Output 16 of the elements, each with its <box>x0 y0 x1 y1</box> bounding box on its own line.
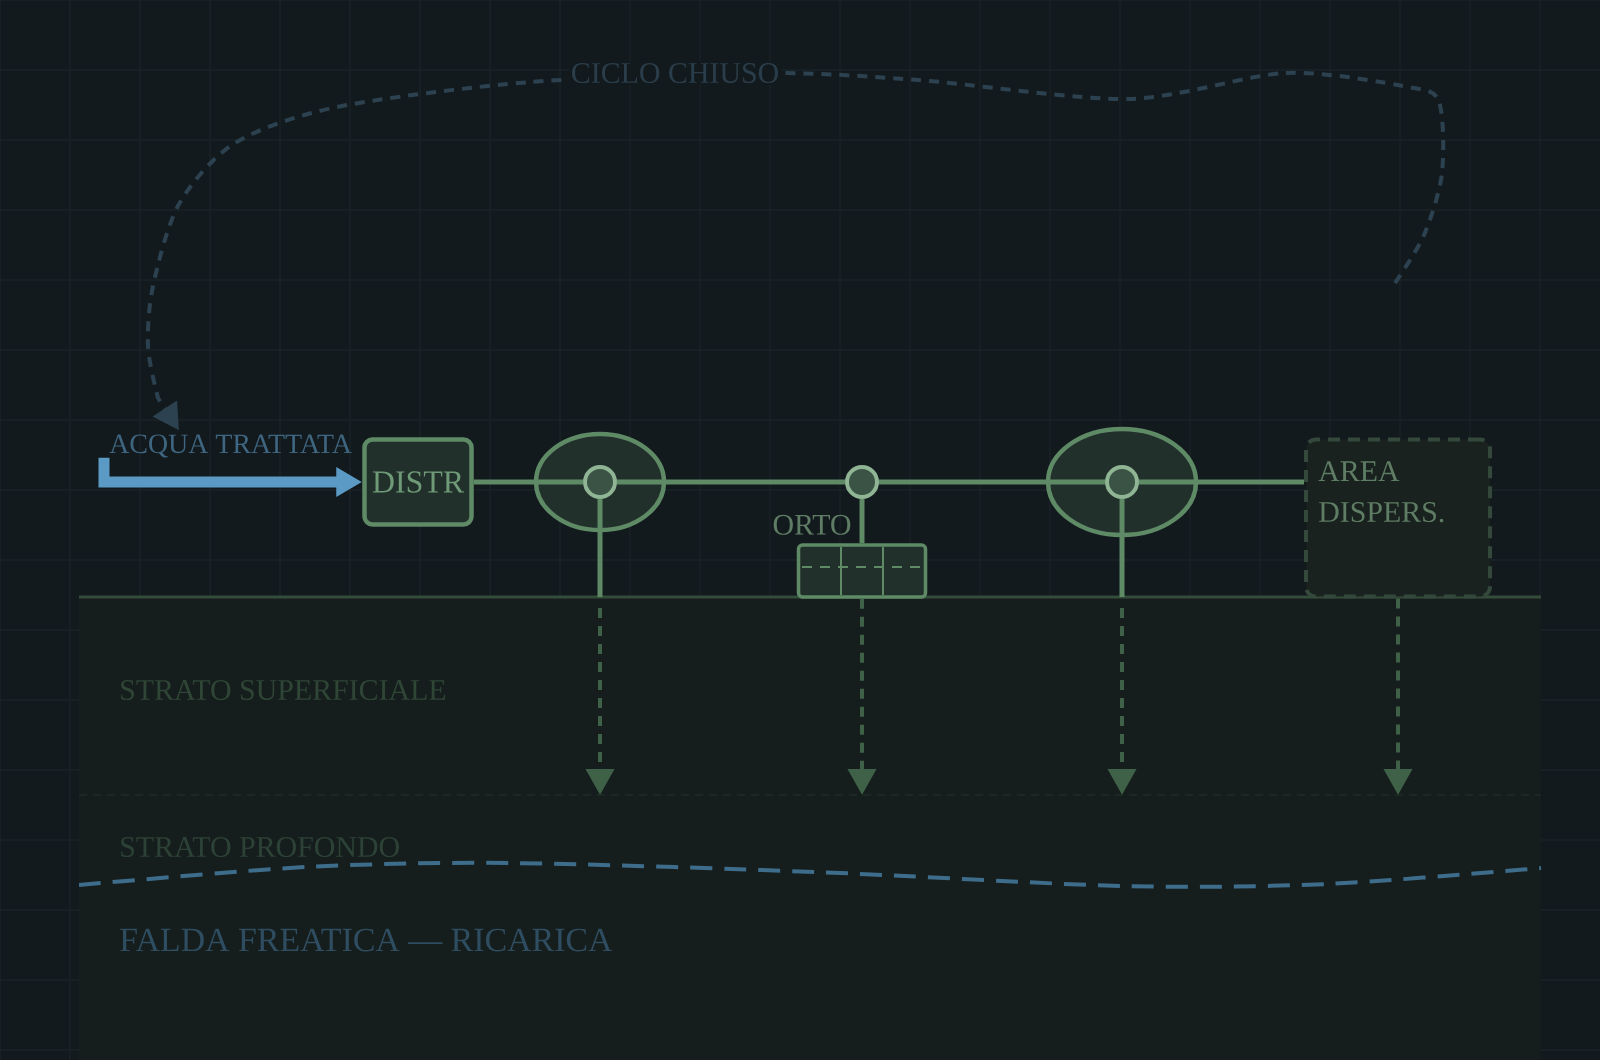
pipe-line <box>617 479 845 485</box>
dispersal-area: AREA DISPERS. <box>1304 437 1492 599</box>
garden-bed: ORTO <box>773 514 928 599</box>
distributor-box: DISTR <box>362 437 474 527</box>
drip-emitter <box>583 465 617 499</box>
drip-emitter <box>1105 465 1139 499</box>
pipe-line <box>879 479 1105 485</box>
plant-canopy <box>1045 426 1199 538</box>
plant-canopy <box>533 431 667 533</box>
layer-label: FALDA FREATICA — RICARICA <box>120 928 613 952</box>
drip-emitter <box>845 465 879 499</box>
input-label: ACQUA TRATTATA <box>109 434 352 458</box>
pipe-line <box>473 479 583 485</box>
pipe-line <box>1139 479 1304 485</box>
node-label: ORTO <box>773 514 851 535</box>
pipe-line <box>859 499 865 544</box>
